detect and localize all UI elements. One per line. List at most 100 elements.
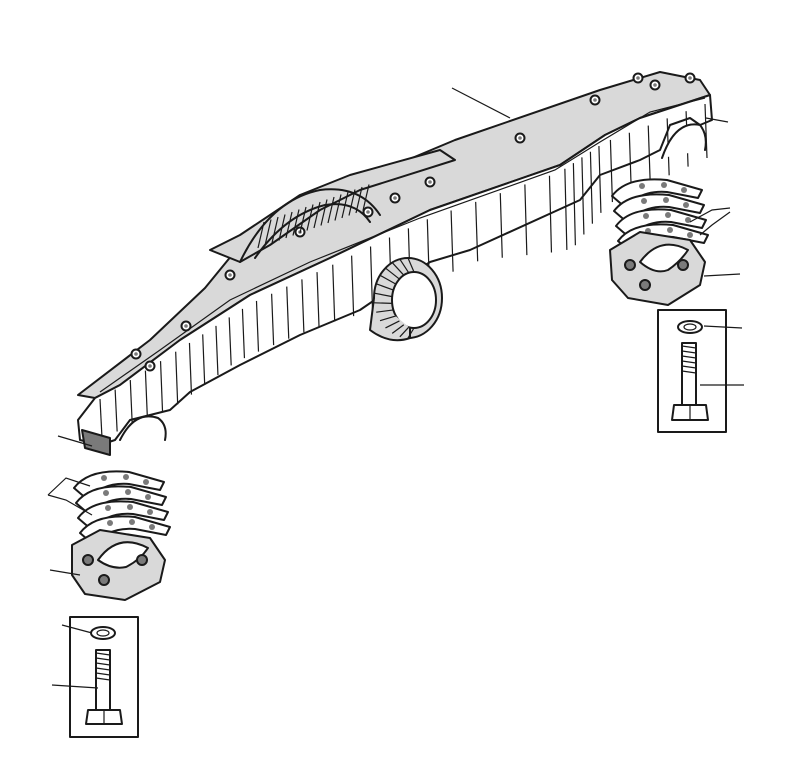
trunnion-hatch-line [376, 283, 394, 291]
trunnion-hatch-line [391, 262, 405, 276]
right-shim-hole [687, 232, 693, 238]
truss-hatch-line [299, 206, 307, 234]
bolt-thread [681, 355, 697, 359]
beam-hatch-line [450, 210, 454, 272]
beam-hatch-line [241, 308, 246, 359]
trunnion-hatch-line [391, 324, 405, 334]
truss-arch-outer [239, 188, 381, 263]
right-cap-hole-3 [677, 259, 689, 271]
beam-hatch-line [647, 125, 651, 184]
truss-hatch-line [306, 204, 314, 231]
beam-hatch-line [351, 255, 355, 317]
beam-hatch-line [548, 175, 553, 253]
left-cap-hole-3 [136, 554, 148, 566]
leader-left-shims-a [47, 477, 91, 496]
beam-bolt-center [134, 352, 138, 356]
trunnion-hatch-line [399, 258, 410, 274]
truss-hatch-line [264, 219, 272, 246]
right-shim-hole [681, 187, 687, 193]
right-shim-stack [611, 178, 709, 254]
beam-hatch-line [301, 279, 305, 333]
trunnion-hatch-line [379, 315, 397, 322]
leader-left-washer [61, 624, 93, 634]
truss-hatch-line [271, 216, 279, 244]
bolt-thread [681, 365, 697, 369]
truss-hatch-line [278, 214, 286, 241]
left-shim-hole [145, 494, 151, 500]
leader-axle-beam [451, 87, 511, 119]
beam-bolt-center [653, 83, 657, 87]
truss-hatch-line [355, 186, 363, 214]
left-shim-hole [103, 490, 109, 496]
trunnion-sleeve [369, 297, 411, 342]
trunnion-hatch-line [379, 274, 397, 285]
left-bolt-icon [85, 649, 123, 725]
beam-hatch-line [589, 151, 594, 224]
beam-top-edge [99, 97, 706, 393]
beam-hatch-line [609, 139, 614, 203]
leader-right-beam-end [705, 117, 729, 123]
left-fastener-box [69, 616, 139, 738]
bolt-thread [681, 360, 697, 364]
truss-hatch-line [285, 211, 293, 239]
beam-hatch-line [524, 184, 528, 256]
right-shim-hole [641, 198, 647, 204]
beam-bolt-center [593, 98, 597, 102]
right-washer-icon [677, 320, 703, 334]
right-shim-hole [685, 217, 691, 223]
beam-bolt-center [393, 196, 397, 200]
truss-hatch-line [341, 191, 349, 219]
beam-hatch-line [369, 246, 374, 311]
left-shim-hole [127, 504, 133, 510]
right-shim-hole [639, 183, 645, 189]
beam-hatch-line [188, 342, 193, 395]
leader-right-washer [703, 325, 743, 329]
right-shim-hole [665, 212, 671, 218]
beam-hatch-line [499, 193, 503, 258]
beam-hatch-line [215, 325, 219, 376]
truss-hatch-line [327, 196, 335, 224]
right-washer-hole [683, 323, 697, 331]
beam-hatch-line [271, 293, 275, 346]
bolt-thread [95, 667, 111, 671]
right-shim-hole [643, 213, 649, 219]
beam-hatch-line [129, 380, 133, 426]
leader-left-beam-end [57, 435, 93, 447]
beam-hatch-line [581, 157, 585, 235]
right-cap-hole-1 [624, 259, 636, 271]
trunnion-hatch-line [374, 292, 393, 298]
leader-right-cap [703, 273, 741, 277]
left-shim-hole [129, 519, 135, 525]
beam-bolt-center [366, 210, 370, 214]
beam-hatch-line [159, 361, 164, 413]
beam-hatch-line [475, 201, 479, 262]
beam-hatch-line [99, 398, 103, 439]
beam-bolt-center [688, 76, 692, 80]
bolt-thread [95, 662, 111, 666]
right-shim-hole [661, 182, 667, 188]
left-washer-icon [90, 626, 116, 640]
beam-bolt-center [228, 273, 232, 277]
beam-hatch-line [175, 351, 179, 405]
beam-bolt-center [428, 180, 432, 184]
beam-hatch-line [255, 300, 260, 352]
beam-hatch-line [572, 163, 576, 246]
bolt-thread [681, 350, 697, 354]
truss-hatch-line [257, 221, 265, 249]
leader-left-cap [49, 569, 81, 576]
beam-bolt-center [636, 76, 640, 80]
beam-bolt-center [148, 364, 152, 368]
trunnion-hatch-line [385, 320, 400, 329]
right-end-arch [661, 123, 707, 159]
left-end-pad [81, 429, 111, 456]
bolt-thread [681, 370, 697, 374]
left-shim-stack [73, 470, 171, 546]
left-washer-hole [96, 629, 110, 637]
beam-hatch-line [332, 264, 336, 322]
left-shim-hole [105, 505, 111, 511]
leader-right-shims-b [699, 211, 731, 236]
truss-arch-inner [254, 203, 371, 259]
left-shim-hole [123, 474, 129, 480]
truss-hatch-line [320, 199, 328, 226]
